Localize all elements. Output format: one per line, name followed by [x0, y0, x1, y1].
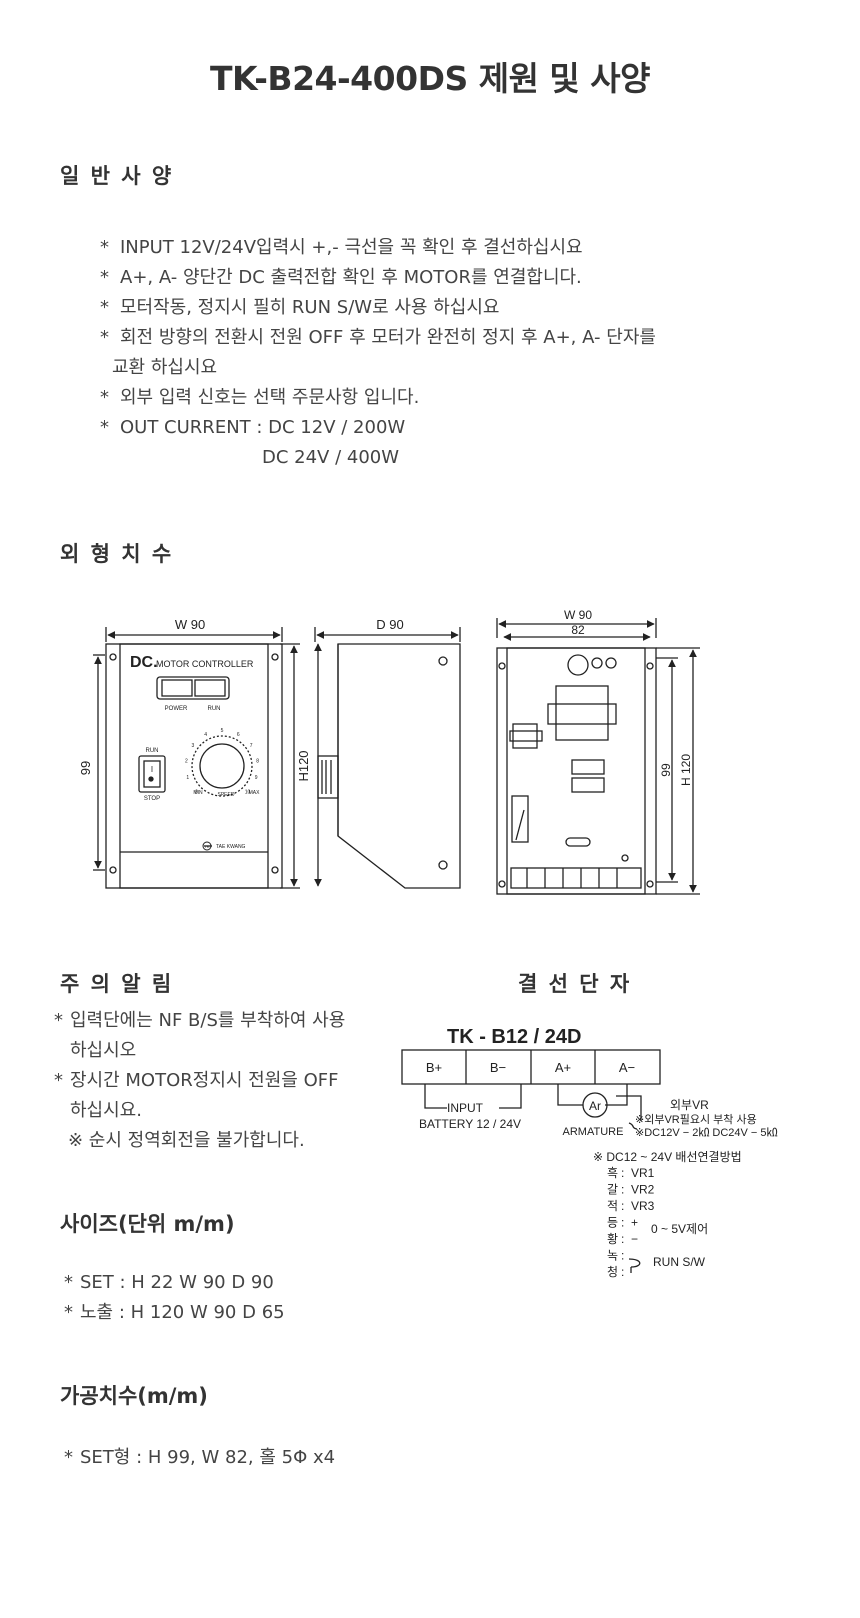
back-inner-height-label: 99 [659, 763, 673, 777]
wire-value: + [631, 1216, 638, 1230]
min-label: MIN [193, 790, 203, 796]
max-label: MAX [249, 790, 261, 796]
dial-number: 5 [221, 728, 224, 734]
terminal-label: A+ [555, 1060, 571, 1075]
caution-heading: 주 의 알 림 [60, 972, 174, 996]
motor-symbol: Ar [589, 1099, 601, 1113]
vr-note1: ※외부VR필요시 부착 사용 [635, 1113, 757, 1126]
dial-number: 2 [185, 758, 188, 764]
front-height-label: 99 [78, 761, 93, 775]
vr-note2: ※DC12V − 2㏀ DC24V − 5㏀ [635, 1126, 778, 1139]
maker-label: TAE KWANG [216, 844, 246, 850]
armature-label: ARMATURE [563, 1126, 624, 1138]
speed-label: SPEED [218, 792, 235, 798]
wire-sep: : [621, 1249, 624, 1263]
back-inner-width-label: 82 [571, 623, 585, 637]
switch-stop-label: STOP [144, 796, 160, 802]
wire-color: 황 [607, 1232, 618, 1246]
dial-number: 8 [256, 758, 259, 764]
side-depth-label: D 90 [376, 617, 403, 632]
wire-sep: : [621, 1265, 624, 1279]
wire-value: VR1 [631, 1166, 655, 1180]
vr-title: 외부VR [670, 1098, 709, 1112]
dial-number: 9 [255, 775, 258, 781]
wire-value: VR3 [631, 1199, 655, 1213]
dial-number: 6 [237, 732, 240, 738]
size-heading: 사이즈(단위 m/m) [60, 1212, 235, 1236]
list-item: *SET형 : H 99, W 82, 홀 5Φ x4 [64, 1447, 336, 1468]
front-width-label: W 90 [175, 617, 205, 632]
wire-color: 등 [607, 1216, 618, 1230]
wire-sep: : [621, 1183, 624, 1197]
list-item: *A+, A- 양단간 DC 출력전합 확인 후 MOTOR를 연결합니다. [100, 267, 582, 288]
wire-sep: : [621, 1199, 624, 1213]
list-item: *SET : H 22 W 90 D 90 [64, 1272, 274, 1293]
run-label: RUN [208, 706, 221, 712]
wire-color: 청 [607, 1265, 618, 1279]
list-item: DC 24V / 400W [262, 447, 400, 468]
page-title: TK-B24-400DS 제원 및 사양 [210, 59, 651, 98]
dial-number: 4 [204, 732, 207, 738]
machining-list: *SET형 : H 99, W 82, 홀 5Φ x4 [64, 1443, 335, 1473]
wire-color: 갈 [607, 1183, 618, 1197]
size-list: *SET : H 22 W 90 D 90 *노출 : H 120 W 90 D… [64, 1268, 285, 1328]
list-item: *회전 방향의 전환시 전원 OFF 후 모터가 완전히 정지 후 A+, A-… [100, 327, 656, 348]
wire-sep: : [621, 1166, 624, 1180]
back-height-label: H 120 [679, 754, 693, 786]
back-width-label: W 90 [564, 608, 592, 622]
wiring-diagram: TK - B12 / 24D B+ B− A+ A− INPUT BATTERY 12… [401, 1026, 778, 1279]
list-item: *OUT CURRENT : DC 12V / 200W [100, 417, 406, 438]
wire-value: − [631, 1232, 638, 1246]
brand-big: DC. [130, 654, 158, 671]
side-view [314, 627, 461, 889]
list-item: 하십시요. [70, 1100, 142, 1121]
general-heading: 일 반 사 양 [60, 164, 174, 188]
terminal-label: A− [619, 1060, 635, 1075]
wire-color: 적 [607, 1199, 618, 1213]
wiring-heading: 결 선 단 자 [518, 972, 632, 996]
dial-number: 3 [192, 743, 195, 749]
dial-number: 1 [186, 775, 189, 781]
wire-color: 흑 [607, 1166, 618, 1180]
wire-sep: : [621, 1232, 624, 1246]
general-list: *INPUT 12V/24V입력시 +,- 극선을 꼭 확인 후 결선하십시요 … [100, 233, 656, 473]
dimensions-heading: 외 형 치 수 [60, 542, 174, 566]
power-label: POWER [165, 706, 188, 712]
dimension-drawings: W 90 99 DC. MOTOR CONTROLLER POWER RUN R… [78, 608, 700, 895]
list-item: *입력단에는 NF B/S를 부착하여 사용 [54, 1010, 346, 1031]
list-item: *INPUT 12V/24V입력시 +,- 극선을 꼭 확인 후 결선하십시요 [100, 237, 583, 258]
input-label: INPUT [447, 1101, 484, 1115]
list-item: *외부 입력 신호는 선택 주문사항 입니다. [100, 387, 420, 408]
list-item: *노출 : H 120 W 90 D 65 [64, 1302, 285, 1323]
battery-label: BATTERY 12 / 24V [419, 1117, 521, 1131]
method-title: ※ DC12 ~ 24V 배선연결방법 [593, 1150, 742, 1164]
dial-number: 0 [195, 790, 198, 796]
wire-color: 녹 [607, 1249, 618, 1263]
control-label: 0 ~ 5V제어 [651, 1222, 708, 1236]
run-sw-label: RUN S/W [653, 1255, 706, 1269]
side-height-label: H120 [296, 750, 311, 781]
brand-small: MOTOR CONTROLLER [156, 659, 254, 669]
list-item: *장시간 MOTOR정지시 전원을 OFF [54, 1070, 339, 1091]
switch-glyph: I [151, 765, 153, 774]
maker-mark: TK [204, 844, 209, 849]
terminal-label: B− [490, 1060, 506, 1075]
list-item: *모터작동, 정지시 필히 RUN S/W로 사용 하십시요 [100, 297, 500, 318]
dial-number: 10 [245, 790, 251, 796]
wire-sep: : [621, 1216, 624, 1230]
list-item: ※ 순시 정역회전을 불가합니다. [68, 1130, 305, 1151]
wiring-model: TK - B12 / 24D [447, 1026, 581, 1048]
list-item: 교환 하십시요 [112, 357, 218, 378]
front-view [93, 627, 300, 889]
switch-run-label: RUN [146, 748, 159, 754]
terminal-label: B+ [426, 1060, 442, 1075]
machining-heading: 가공치수(m/m) [60, 1384, 208, 1408]
caution-list: *입력단에는 NF B/S를 부착하여 사용 하십시오 *장시간 MOTOR정지… [54, 1006, 345, 1156]
list-item: 하십시오 [70, 1040, 137, 1061]
wire-value: VR2 [631, 1183, 655, 1197]
back-view [496, 618, 700, 895]
dial-number: 7 [250, 743, 253, 749]
